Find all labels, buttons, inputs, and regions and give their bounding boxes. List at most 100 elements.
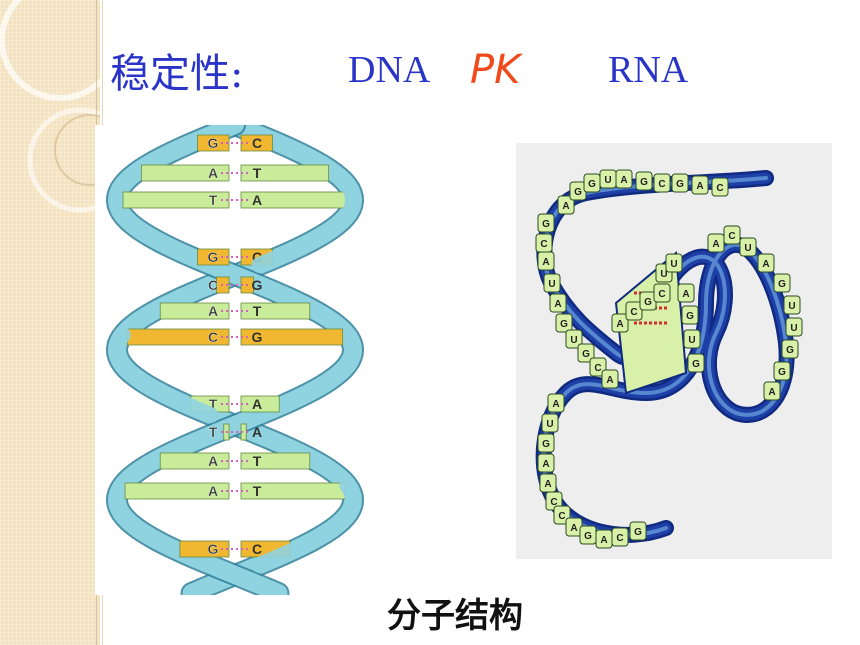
rna-right-base-label: U — [744, 243, 751, 254]
rna-stem-base-tile — [625, 301, 643, 321]
dna-base-left — [159, 452, 230, 470]
dna-base-left — [140, 164, 230, 182]
rna-top-base-label: C — [716, 183, 723, 194]
rna-top-base-label: A — [620, 175, 627, 186]
rna-bottom-base-label: C — [558, 511, 565, 522]
sidebar-circles — [0, 0, 100, 213]
dna-base-label-left: A — [208, 483, 218, 499]
dna-backbone — [107, 125, 363, 595]
dna-base-label-right: T — [253, 453, 262, 469]
rna-bottom-base-tile — [541, 413, 559, 433]
rna-right-base-tile — [773, 273, 791, 293]
dna-base-left — [122, 191, 230, 209]
rna-stem-base-tile — [683, 329, 701, 349]
rna-right-base-label: G — [786, 345, 794, 356]
rna-bottom-base-tile — [629, 521, 647, 541]
dna-base-label-right: C — [252, 541, 262, 557]
rna-stem-base-tile — [611, 313, 629, 333]
rna-stem-base-label: A — [616, 319, 623, 330]
rna-bottom-base-label: U — [546, 419, 553, 430]
dna-base-label-right: G — [252, 277, 263, 293]
dna-base-label-left: G — [208, 249, 219, 265]
rna-bottom-base-label: A — [552, 399, 559, 410]
rna-right-base-tile — [723, 225, 741, 245]
dna-base-label-right: T — [253, 303, 262, 319]
rna-right-base-tile — [785, 317, 803, 337]
rna-left-base-label: G — [560, 319, 568, 330]
rna-stem-base-label: A — [682, 289, 689, 300]
caption-text: 分子结构 — [387, 596, 523, 636]
rna-left-base-tile — [577, 343, 595, 363]
rna-stem-base-label: G — [686, 311, 694, 322]
dna-base-right — [240, 452, 311, 470]
dna-base-label-right: G — [252, 329, 263, 345]
rna-right-base-label: U — [790, 323, 797, 334]
rna-top-base-label: A — [696, 181, 703, 192]
rna-top-base-tile — [691, 175, 709, 195]
rna-bottom-base-label: A — [570, 523, 577, 534]
rna-left-base-label: U — [570, 335, 577, 346]
rna-stem-base-tile — [665, 253, 683, 273]
rna-top-base-tile — [635, 171, 653, 191]
dna-base-label-right: A — [252, 424, 262, 440]
rna-top-base-label: U — [604, 175, 611, 186]
dna-base-left — [159, 302, 230, 320]
rna-left-base-tile — [601, 369, 619, 389]
rna-right-base-tile — [783, 295, 801, 315]
rna-top-base-tile — [653, 173, 671, 193]
rna-left-base-label: A — [606, 375, 613, 386]
rna-right-base-label: U — [788, 301, 795, 312]
dna-base-label-left: A — [208, 303, 218, 319]
rna-left-base-tile — [537, 251, 555, 271]
rna-bottom-base-label: A — [544, 479, 551, 490]
title-dna: DNA — [348, 49, 431, 91]
rna-left-base-tile — [537, 213, 555, 233]
rna-bottom-base-tile — [547, 393, 565, 413]
title-rna: RNA — [608, 49, 689, 91]
dna-backbone-front — [251, 177, 362, 273]
rna-top-base-label: G — [588, 179, 596, 190]
rna-bottom-base-label: G — [584, 531, 592, 542]
dna-base-label-left: G — [208, 541, 219, 557]
rna-bottom-base-tile — [537, 433, 555, 453]
rna-left-base-label: A — [554, 299, 561, 310]
rna-right-base-tile — [781, 339, 799, 359]
title-pk: PK — [470, 47, 521, 93]
dna-base-label-left: T — [209, 424, 218, 440]
rna-bottom-base-label: G — [634, 527, 642, 538]
dna-base-label-right: T — [253, 483, 262, 499]
rna-stem-base-label: G — [692, 359, 700, 370]
rna-bottom-base-label: C — [616, 533, 623, 544]
rna-right-base-label: C — [728, 231, 735, 242]
rna-stem-base-tile — [653, 283, 671, 303]
rna-right-base-tile — [773, 361, 791, 381]
rna-top-base-label: C — [658, 179, 665, 190]
dna-base-right — [240, 302, 311, 320]
rna-bottom-base-label: A — [542, 459, 549, 470]
rna-right-base-label: G — [778, 367, 786, 378]
dna-base-left — [179, 540, 230, 558]
rna-left-base-tile — [555, 313, 573, 333]
rna-right-base-label: A — [712, 239, 719, 250]
decorative-sidebar — [0, 0, 100, 645]
rna-left-base-label: U — [548, 279, 555, 290]
rna-left-base-label: C — [540, 239, 547, 250]
rna-top-base-tile — [671, 173, 689, 193]
rna-left-base-label: G — [582, 349, 590, 360]
rna-bottom-base-tile — [537, 453, 555, 473]
rna-stem-base-label: C — [630, 307, 637, 318]
dna-base-left — [124, 482, 230, 500]
rna-bottom-base-tile — [611, 527, 629, 547]
title-stability: 稳定性: — [110, 51, 244, 97]
rna-left-base-tile — [543, 273, 561, 293]
dna-base-label-left: C — [208, 277, 218, 293]
dna-base-label-right: T — [253, 165, 262, 181]
dna-base-label-left: C — [208, 329, 218, 345]
rna-left-base-label: A — [542, 257, 549, 268]
rna-top-base-label: G — [676, 179, 684, 190]
dna-base-label-left: A — [208, 165, 218, 181]
dna-base-label-left: T — [209, 396, 218, 412]
rna-bottom-base-label: A — [600, 535, 607, 546]
